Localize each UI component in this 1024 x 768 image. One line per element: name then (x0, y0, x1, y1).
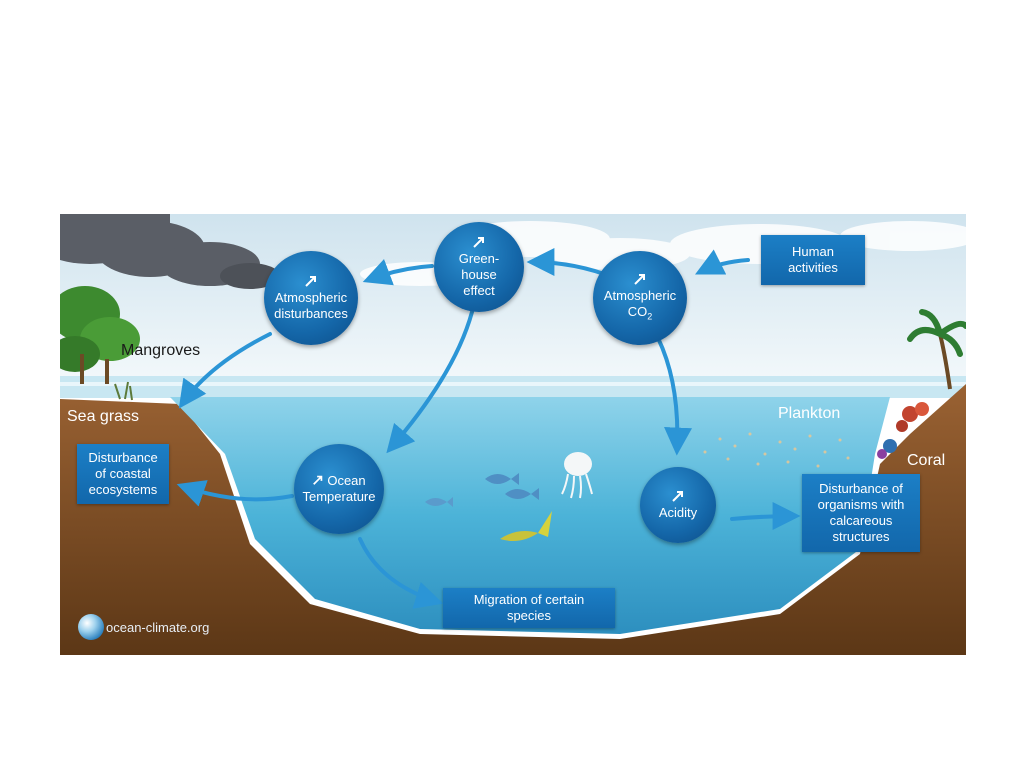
plankton (703, 432, 850, 468)
atmdist-line-1: Atmospheric (274, 290, 348, 305)
arrow-oceantemp-to-migration (358, 537, 444, 609)
node-greenhouse-effect: Green- house effect (434, 222, 524, 312)
ocean-climate-globe-icon (78, 614, 104, 640)
coastal-line-2: of coastal (95, 466, 151, 481)
logo-text: ocean-climate.org (106, 619, 210, 635)
mangroves (60, 286, 140, 384)
calcareous-line-4: structures (832, 529, 890, 544)
palm-tree (907, 309, 966, 390)
node-ocean-temperature: Ocean Temperature (294, 444, 384, 534)
greenhouse-line-1: Green- (458, 251, 500, 266)
co2-line-1: Atmospheric (603, 287, 677, 303)
ocean-climate-diagram: Green- house effect Atmospheric CO2 Atmo… (60, 214, 966, 655)
increase-arrow-icon (473, 237, 484, 248)
oceantemp-line-2: Temperature (302, 489, 376, 504)
sea-grass (114, 381, 133, 401)
arrows (176, 248, 801, 609)
box-calcareous: Disturbance of organisms with calcareous… (802, 474, 920, 552)
arrow-atmdist-to-coastal (178, 332, 272, 409)
calcareous-line-2: organisms with (817, 497, 905, 512)
co2-subscript: 2 (647, 311, 653, 322)
label-plankton: Plankton (778, 405, 841, 422)
increase-arrow-icon (313, 475, 323, 485)
label-sea-grass: Sea grass (67, 408, 140, 425)
arrow-co2-to-acidity (656, 336, 692, 456)
arrow-acidity-to-calcareous (730, 502, 801, 531)
coastal-line-3: ecosystems (88, 482, 158, 497)
node-atmospheric-co2: Atmospheric CO2 (593, 251, 687, 345)
box-migration: Migration of certain species (443, 588, 615, 628)
migration-line-2: species (506, 608, 552, 623)
ocean-climate-logo: ocean-climate.org (78, 614, 209, 640)
label-coral: Coral (907, 452, 946, 469)
migration-line-1: Migration of certain (473, 592, 585, 607)
box-coastal-ecosystems: Disturbance of coastal ecosystems (77, 444, 169, 504)
greenhouse-line-2: house (461, 267, 497, 282)
coral (877, 402, 929, 459)
human-line-2: activities (788, 260, 838, 275)
arrow-human-to-co2 (694, 249, 750, 275)
label-mangroves: Mangroves (121, 342, 201, 359)
node-atmospheric-disturbances: Atmospheric disturbances (264, 251, 358, 345)
atmdist-line-2: disturbances (274, 306, 348, 321)
co2-line-2: CO2 (627, 303, 653, 322)
increase-arrow-icon (634, 273, 645, 285)
calcareous-line-1: Disturbance of (819, 481, 903, 496)
storm-cloud (60, 214, 280, 289)
fish (425, 473, 539, 507)
arrow-greenhouse-to-atmdist (362, 259, 434, 286)
arrow-oceantemp-to-coastal (176, 480, 294, 507)
yellow-fish (500, 511, 552, 541)
increase-arrow-icon (305, 276, 316, 287)
seabed (60, 384, 966, 655)
box-human-activities: Human activities (761, 235, 865, 285)
node-acidity: Acidity (640, 467, 716, 543)
sea-surface (60, 376, 966, 398)
human-line-1: Human (792, 244, 834, 259)
increase-arrow-icon (672, 491, 683, 502)
greenhouse-line-3: effect (463, 283, 495, 298)
arrow-greenhouse-to-oceantemp (386, 310, 474, 454)
oceantemp-line-1: Ocean (312, 473, 366, 489)
acidity-label: Acidity (658, 505, 698, 520)
calcareous-line-3: calcareous (829, 513, 893, 528)
jellyfish (561, 452, 593, 499)
coastal-line-1: Disturbance (88, 450, 158, 465)
